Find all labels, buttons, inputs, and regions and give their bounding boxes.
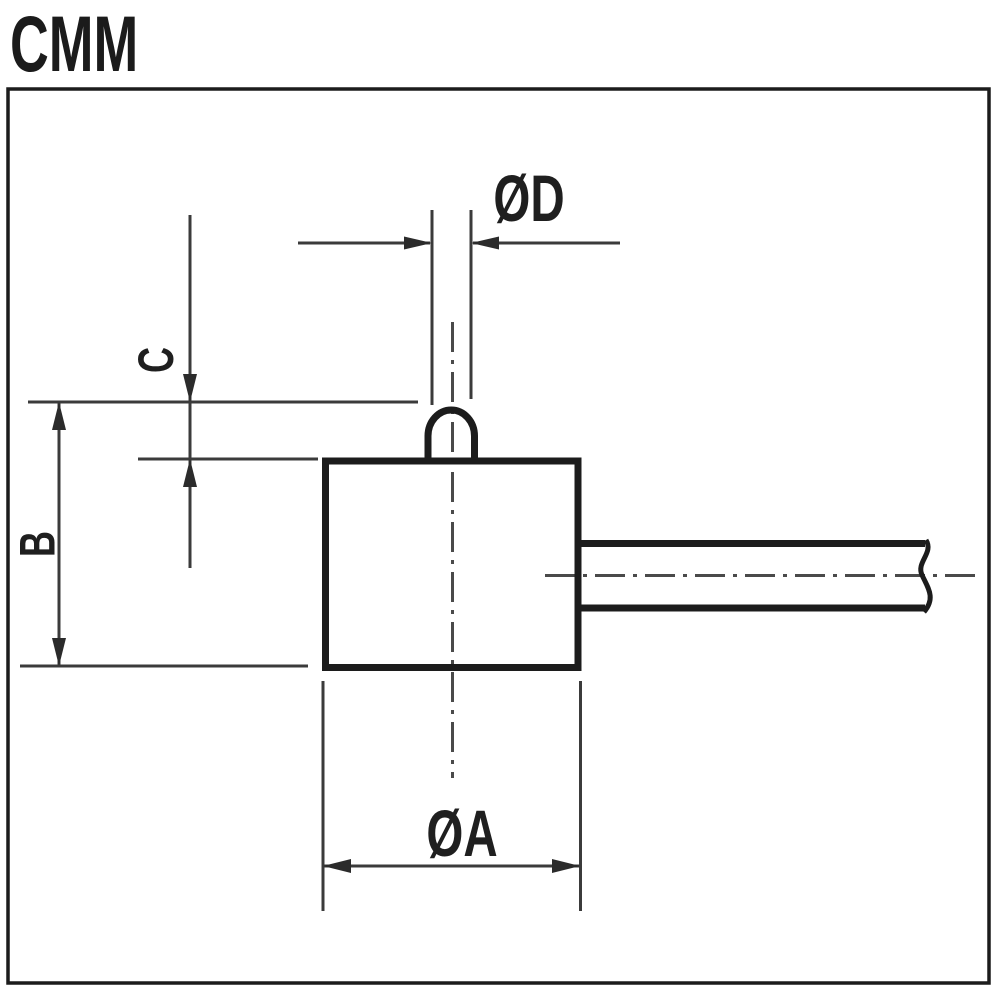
dim-d-arrow-right (471, 236, 499, 250)
dim-d-arrow-left (404, 236, 432, 250)
dim-c-group: C (28, 215, 418, 568)
dim-b-group: B (11, 402, 308, 668)
dim-d-group: ØD (298, 162, 620, 405)
dim-c-arrow-up (183, 459, 197, 487)
dim-a-label: ØA (426, 797, 497, 870)
dim-b-label: B (11, 531, 66, 557)
dim-c-label: C (129, 347, 184, 373)
dim-a-arrow-right (552, 859, 580, 873)
dim-a-arrow-left (323, 859, 351, 873)
body-outline (322, 457, 582, 671)
dim-c-arrow-down (183, 374, 197, 402)
dim-b-arrow-up (52, 402, 66, 430)
dim-d-label: ØD (493, 162, 564, 235)
dim-a-group: ØA (321, 681, 582, 911)
load-cell-outline (322, 406, 933, 671)
page-title: CMM (10, 1, 138, 89)
load-button-dome (424, 406, 478, 461)
cable-break-line (918, 538, 933, 614)
dim-b-arrow-down (52, 638, 66, 666)
